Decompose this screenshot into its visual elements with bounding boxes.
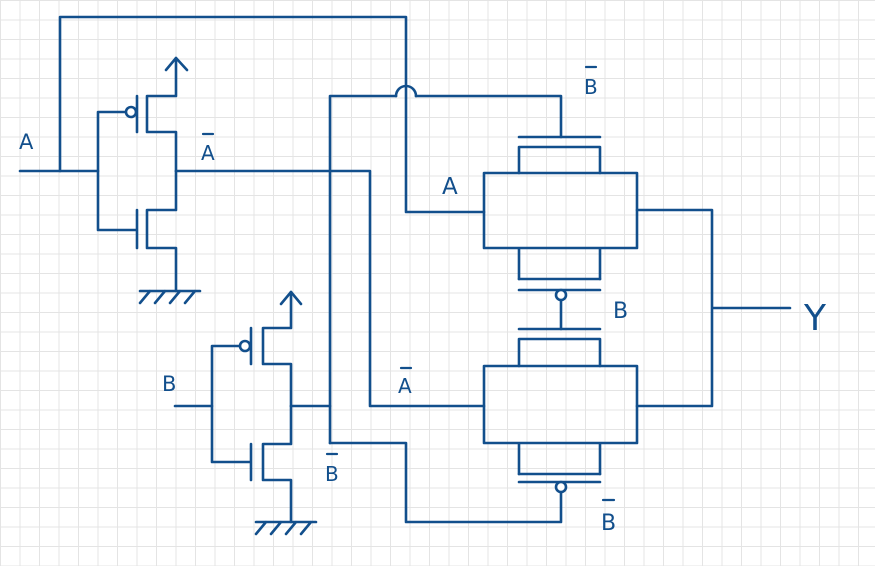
tg-top-upper-channel (517, 145, 602, 175)
label-a-pass-top: A (442, 174, 458, 200)
label-input-b: B (162, 372, 176, 396)
a-bar-output-wire (174, 169, 486, 408)
tg-bottom-upper-channel (517, 337, 602, 368)
label-a-bar-bottom: A (398, 374, 412, 398)
nmos-a-channel (145, 169, 178, 293)
inverter-b (173, 94, 563, 536)
label-output-y: Y (803, 298, 827, 339)
power-arrow-icon (164, 56, 189, 72)
label-b-bar-bottom: B (601, 511, 616, 536)
inversion-bubble-icon (554, 288, 568, 302)
pmos-b-channel (261, 290, 293, 408)
label-b-pass-mid: B (613, 299, 628, 324)
b-bar-to-top-gate-wire (414, 94, 563, 139)
inverter-a-gate-bus (96, 110, 138, 232)
output-wire (635, 208, 792, 408)
ground-icon (138, 289, 202, 305)
tg-top-body (482, 171, 639, 281)
transmission-gate-top (482, 135, 639, 302)
label-a-bar-top: A (201, 141, 215, 165)
b-bar-to-bottom-gate-wire (328, 441, 563, 524)
inversion-bubble-icon (554, 480, 568, 494)
transmission-gate-bottom (482, 327, 639, 494)
input-a-feedback-wire (58, 15, 486, 214)
b-bar-vertical-bus (328, 94, 398, 445)
signal-labels: A A B B B A B A B Y (19, 65, 827, 536)
power-arrow-icon (279, 290, 303, 306)
inverter-a (18, 15, 486, 408)
inversion-bubble-icon (124, 105, 138, 119)
tg-bottom-body (482, 364, 639, 476)
ground-icon (254, 520, 318, 536)
inversion-bubble-icon (238, 339, 252, 353)
label-input-a: A (19, 130, 34, 154)
inverter-b-gate-bus (210, 344, 252, 464)
wire-crossover-hop-icon (394, 84, 418, 98)
label-b-bar-top: B (584, 75, 598, 99)
pmos-a-channel (145, 56, 178, 173)
nmos-b-channel (261, 404, 293, 524)
label-b-bar-left: B (325, 462, 339, 486)
